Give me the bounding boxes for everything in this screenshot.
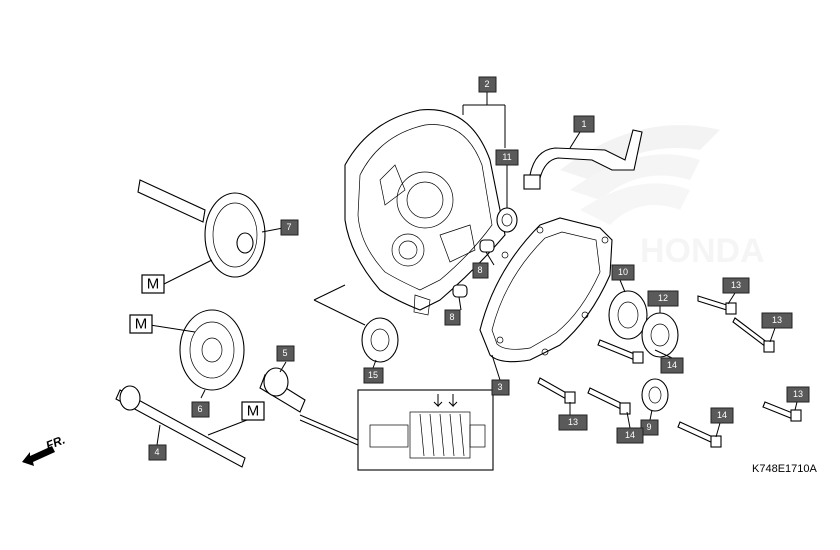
detail-inset (357, 389, 494, 471)
svg-text:8: 8 (477, 265, 482, 275)
svg-text:M: M (147, 276, 160, 293)
leader-lines (149, 92, 798, 446)
part-tag-5: 5 (276, 345, 295, 362)
pinion-5 (259, 367, 306, 413)
bearing-12 (641, 312, 679, 358)
svg-text:15: 15 (368, 370, 378, 380)
part-tag-6: 6 (191, 401, 210, 418)
svg-text:6: 6 (197, 404, 202, 414)
svg-text:11: 11 (502, 152, 511, 162)
part-tag-8a: 8 (472, 262, 489, 279)
front-direction-arrow-icon: FR. (22, 433, 67, 466)
svg-text:10: 10 (618, 267, 628, 277)
gear-shaft-7 (137, 179, 266, 278)
breather-hose (523, 129, 643, 190)
svg-text:14: 14 (625, 430, 635, 440)
svg-text:2: 2 (484, 79, 489, 89)
dowel-pins (452, 239, 495, 298)
svg-text:13: 13 (568, 417, 578, 427)
part-tag-15: 15 (363, 367, 384, 384)
bearing-9 (641, 378, 669, 412)
svg-text:HONDA: HONDA (640, 232, 765, 270)
diagram-code: K748E1710A (752, 463, 817, 475)
gasket (479, 217, 613, 363)
part-tag-13d: 13 (558, 414, 588, 431)
svg-text:12: 12 (658, 293, 668, 303)
shaft-4 (115, 385, 246, 468)
part-tag-4: 4 (148, 444, 167, 461)
svg-text:5: 5 (282, 348, 287, 358)
part-tag-14a: 14 (660, 357, 684, 374)
grease-marker-7: M (141, 274, 165, 294)
part-tag-9: 9 (640, 419, 659, 436)
bearing-10 (608, 290, 648, 340)
part-tag-11: 11 (495, 149, 519, 166)
svg-text:4: 4 (154, 447, 159, 457)
part-tag-13c: 13 (786, 386, 810, 403)
svg-text:M: M (247, 403, 260, 420)
honda-wing-watermark-icon: HONDA (560, 125, 765, 270)
svg-text:14: 14 (667, 360, 677, 370)
grease-marker-6: M (129, 314, 153, 334)
part-tag-10: 10 (611, 264, 635, 281)
svg-text:7: 7 (286, 222, 291, 232)
part-tag-12: 12 (647, 290, 679, 307)
part-tag-3: 3 (491, 379, 510, 396)
oil-seal (496, 207, 518, 233)
part-tag-1: 1 (573, 115, 595, 133)
part-tag-13b: 13 (761, 312, 793, 329)
gear-6 (179, 309, 245, 391)
bolts (537, 295, 802, 448)
part-tag-14b: 14 (616, 427, 644, 444)
svg-text:M: M (135, 316, 148, 333)
svg-text:13: 13 (793, 389, 803, 399)
svg-text:3: 3 (497, 382, 502, 392)
crankcase-cover (344, 109, 506, 316)
grease-marker-4: M (241, 401, 265, 421)
part-tag-2: 2 (478, 76, 497, 93)
part-tag-13a: 13 (722, 277, 750, 294)
svg-text:1: 1 (581, 119, 586, 129)
svg-text:13: 13 (772, 315, 782, 325)
svg-text:13: 13 (731, 280, 741, 290)
svg-text:8: 8 (449, 312, 454, 322)
bearing-15 (361, 317, 399, 363)
part-tag-8b: 8 (444, 309, 461, 326)
svg-text:14: 14 (717, 410, 727, 420)
svg-text:9: 9 (646, 422, 651, 432)
part-tag-14c: 14 (710, 407, 734, 424)
part-tag-7: 7 (280, 219, 299, 236)
svg-text:FR.: FR. (44, 433, 67, 453)
